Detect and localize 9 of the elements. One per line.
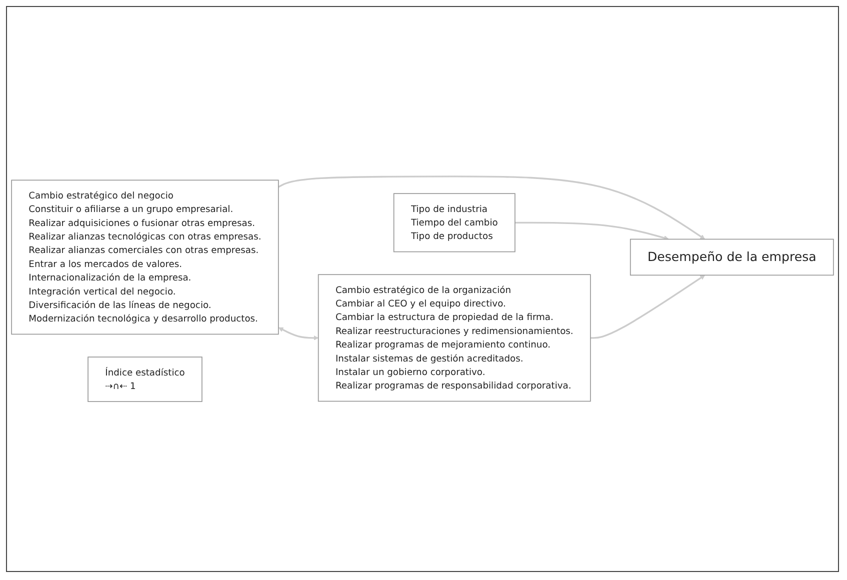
- node-box: Índice estadístico ⇢∩⇠ 1: [88, 356, 202, 402]
- arrow: [590, 274, 706, 339]
- node-box: Cambio estratégico de la organización Cambiar al CEO y el equipo directivo. Cambiar la estructura de propiedad de la firma. Realizar reestructuraciones y redimensionamientos. Realizar programas de mejoramiento continuo. Instalar sistemas de gestión acreditados. Instalar un gobierno corporativo. Realizar programas de responsabilidad corporativa.: [318, 274, 591, 402]
- node-box: Cambio estratégico del negocio Constituir o afiliarse a un grupo empresarial. Realizar adquisiciones o fusionar otras empresas. Realizar alianzas tecnológicas con otras empresas. Realizar alianzas comerciales con otras empresas. Entrar a los mercados de valores. Internacionalización de la empresa. Integración vertical del negocio. Diversificación de las líneas de negocio. Modernización tecnológica y desarrollo productos.: [11, 180, 279, 335]
- node-box: Desempeño de la empresa: [630, 238, 834, 276]
- arrow: [514, 222, 669, 240]
- arrow: [278, 327, 319, 340]
- arrow: [278, 176, 706, 240]
- node-box: Tipo de industria Tiempo del cambio Tipo de productos: [393, 193, 516, 252]
